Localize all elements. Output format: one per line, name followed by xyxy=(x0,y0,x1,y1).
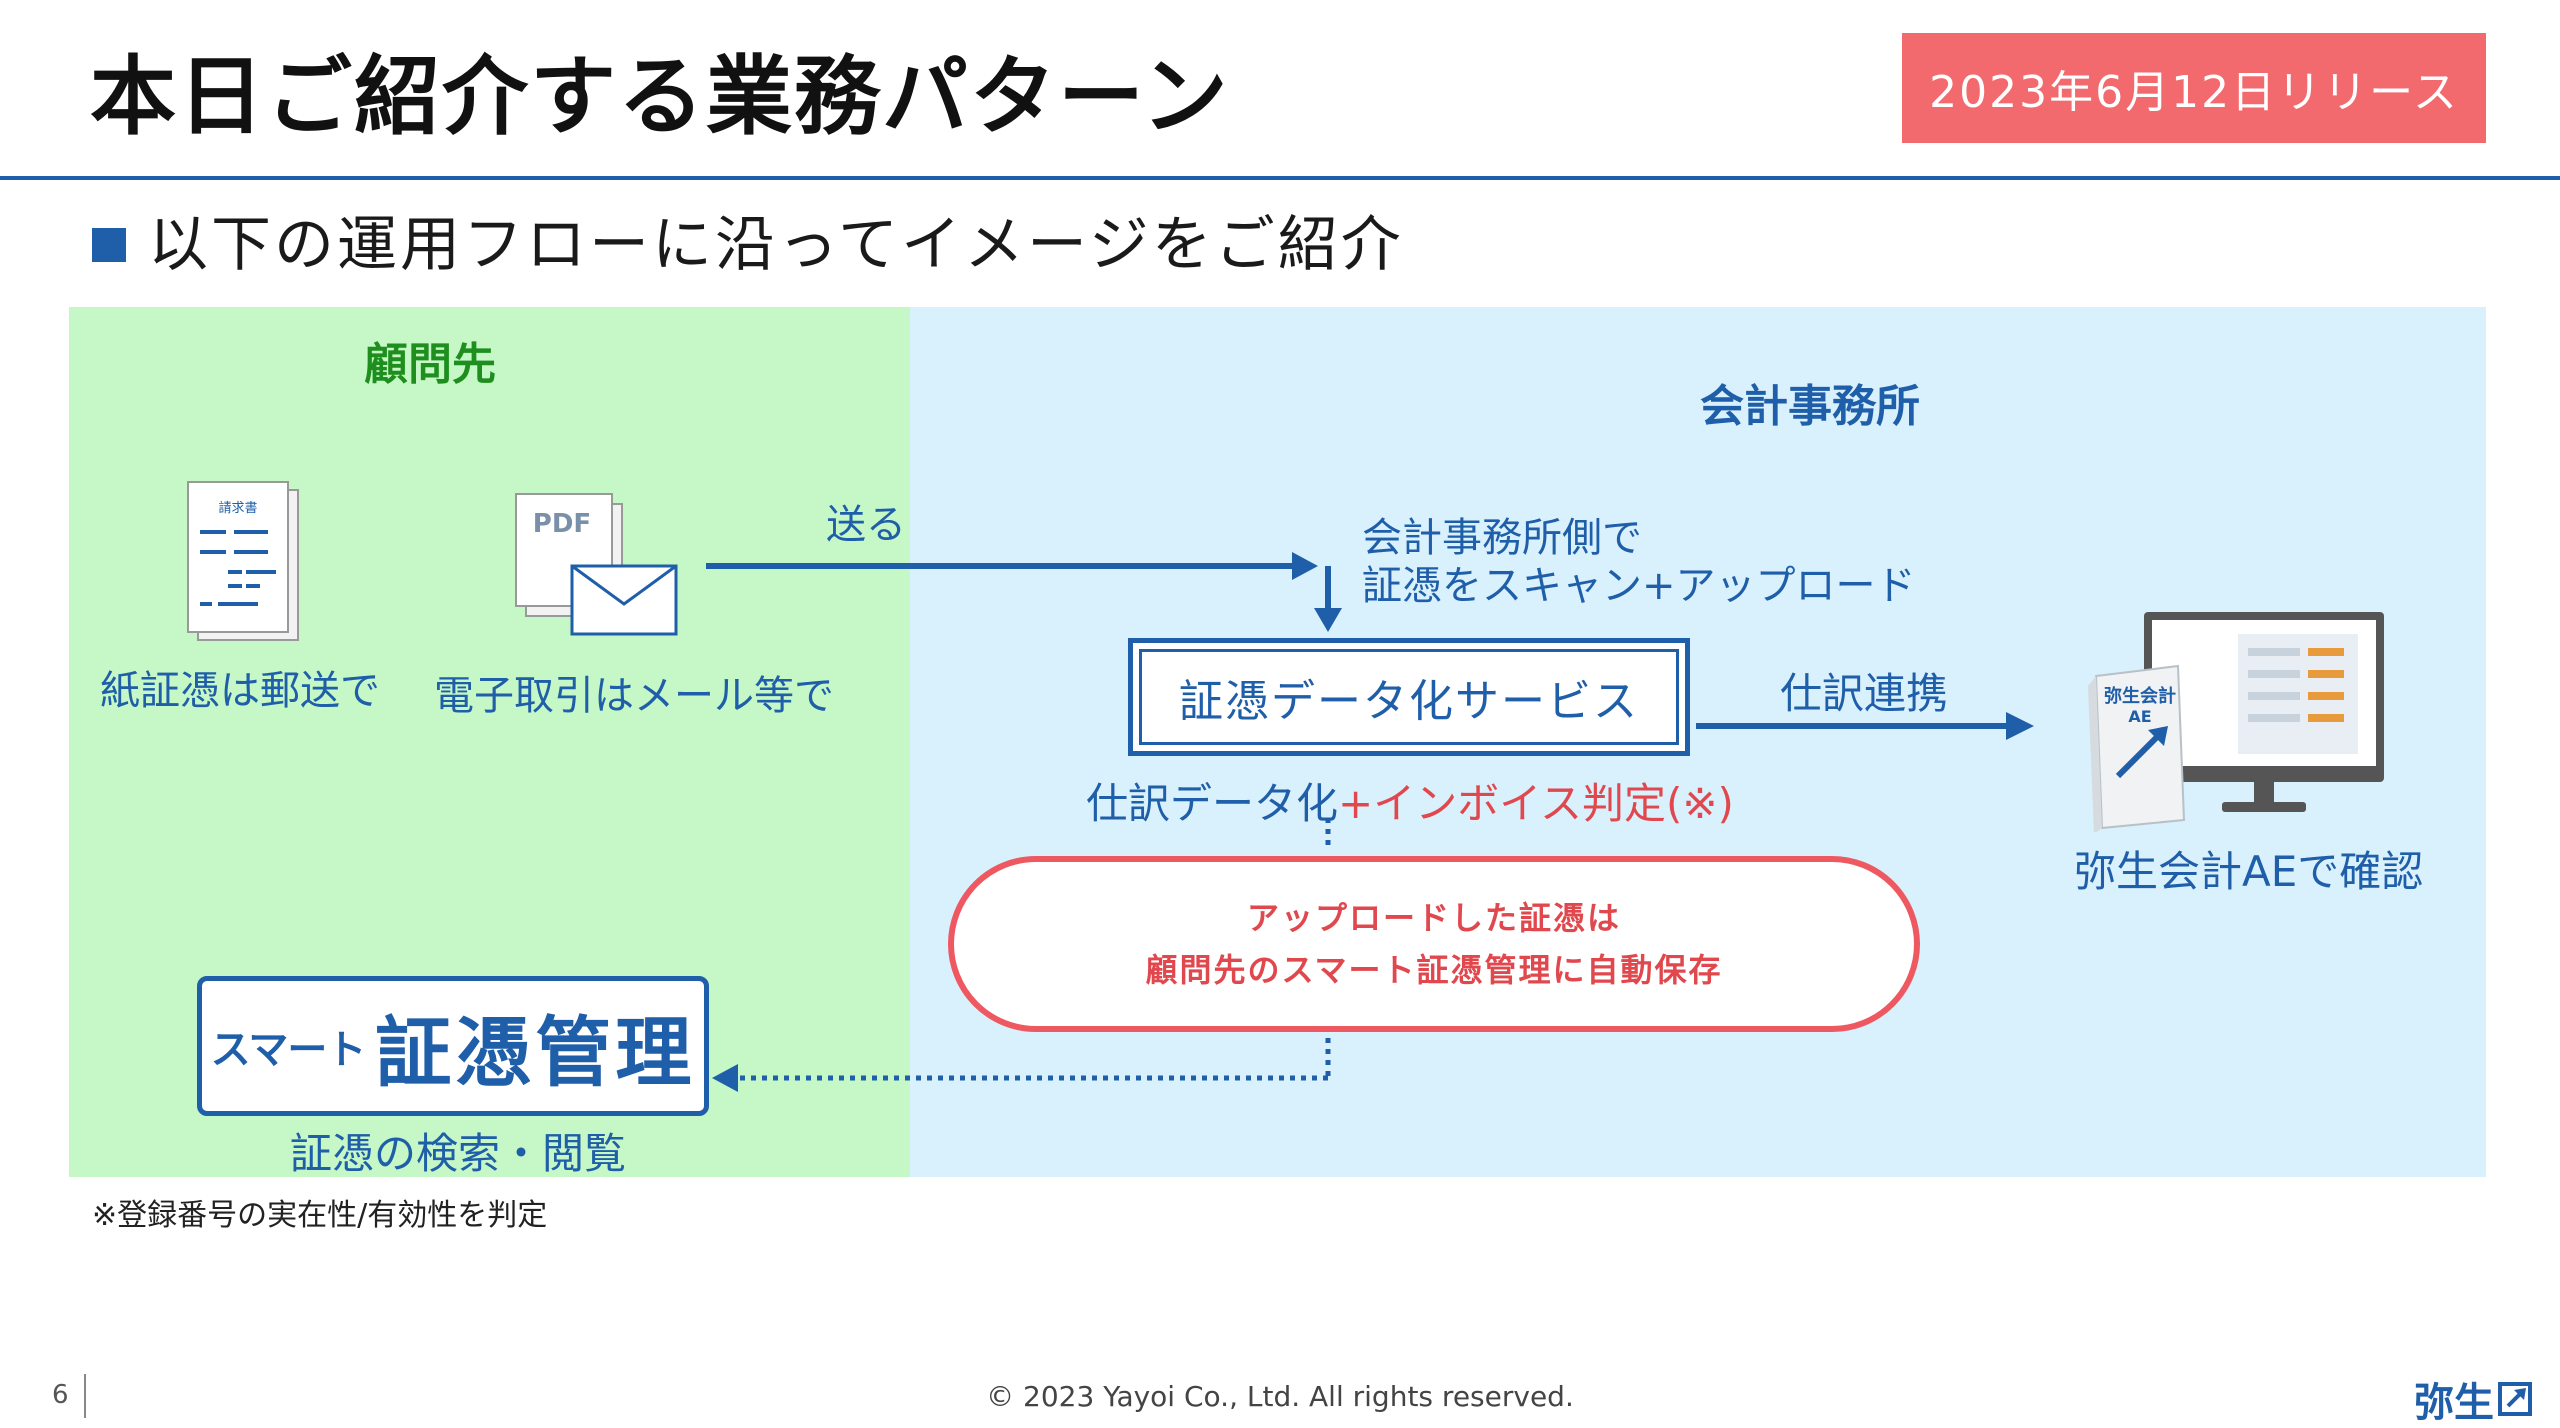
page-number: 6 xyxy=(52,1380,69,1410)
paper-caption: 紙証憑は郵送で xyxy=(100,668,380,714)
autosave-line-2: 顧問先のスマート証憑管理に自動保存 xyxy=(1145,951,1723,989)
smart-receipt-logo: スマート 証憑管理 xyxy=(197,976,709,1116)
subtitle: 以下の運用フローに沿ってイメージをご紹介 xyxy=(92,205,1404,285)
send-arrow xyxy=(706,552,1318,580)
subtitle-text: 以下の運用フローに沿ってイメージをご紹介 xyxy=(148,210,1404,280)
autosave-note: アップロードした証憑は 顧問先のスマート証憑管理に自動保存 xyxy=(948,856,1920,1032)
send-label: 送る xyxy=(826,502,906,548)
dotted-connector xyxy=(712,818,1331,1092)
journal-link-arrow xyxy=(1696,712,2034,740)
data-service-label: 証憑データ化サービス xyxy=(1139,649,1679,745)
scan-down-arrow xyxy=(1314,566,1342,632)
smart-logo-big: 証憑管理 xyxy=(375,1008,696,1097)
journal-data-text: 仕訳データ化 xyxy=(1086,779,1339,828)
square-bullet-icon xyxy=(92,228,126,262)
product-label-line-2: AE xyxy=(2128,707,2151,726)
data-service-box: 証憑データ化サービス xyxy=(1128,638,1690,756)
brand-logo: 弥生 xyxy=(2414,1370,2532,1428)
invoice-doc-label: 請求書 xyxy=(218,501,257,516)
page-number-divider xyxy=(84,1374,86,1418)
pdf-label: PDF xyxy=(533,509,591,539)
office-panel-title: 会計事務所 xyxy=(1700,381,1920,432)
page-title: 本日ご紹介する業務パターン xyxy=(90,47,1230,147)
release-badge: 2023年6月12日リリース xyxy=(1902,33,2486,143)
journal-data-caption: 仕訳データ化+インボイス判定(※) xyxy=(1086,770,1734,831)
product-label-line-1: 弥生会計 xyxy=(2104,685,2176,707)
copyright: © 2023 Yayoi Co., Ltd. All rights reserv… xyxy=(986,1380,1574,1413)
journal-link-label: 仕訳連携 xyxy=(1780,669,1949,718)
pdf-email-icon: PDF xyxy=(515,493,678,636)
email-caption: 電子取引はメール等で xyxy=(434,673,834,719)
scan-instruction: 会計事務所側で 証憑をスキャン+アップロード xyxy=(1362,514,1916,610)
confirm-caption: 弥生会計AEで確認 xyxy=(2074,847,2424,896)
scan-line-1: 会計事務所側で xyxy=(1362,515,1642,561)
smart-logo-small: スマート xyxy=(210,1027,367,1073)
smart-caption: 証憑の検索・閲覧 xyxy=(290,1129,627,1178)
monitor-with-product-icon: 弥生会計 AE xyxy=(2088,612,2384,832)
brand-arrow-icon xyxy=(2498,1382,2532,1416)
autosave-line-1: アップロードした証憑は xyxy=(1246,899,1621,937)
paper-invoice-icon: 請求書 xyxy=(187,481,299,641)
brand-name: 弥生 xyxy=(2414,1380,2494,1426)
client-panel-title: 顧問先 xyxy=(364,339,496,390)
scan-line-2: 証憑をスキャン+アップロード xyxy=(1362,563,1916,609)
header-divider xyxy=(0,176,2560,180)
invoice-check-text: +インボイス判定(※) xyxy=(1338,779,1734,828)
footnote: ※登録番号の実在性/有効性を判定 xyxy=(92,1198,548,1233)
